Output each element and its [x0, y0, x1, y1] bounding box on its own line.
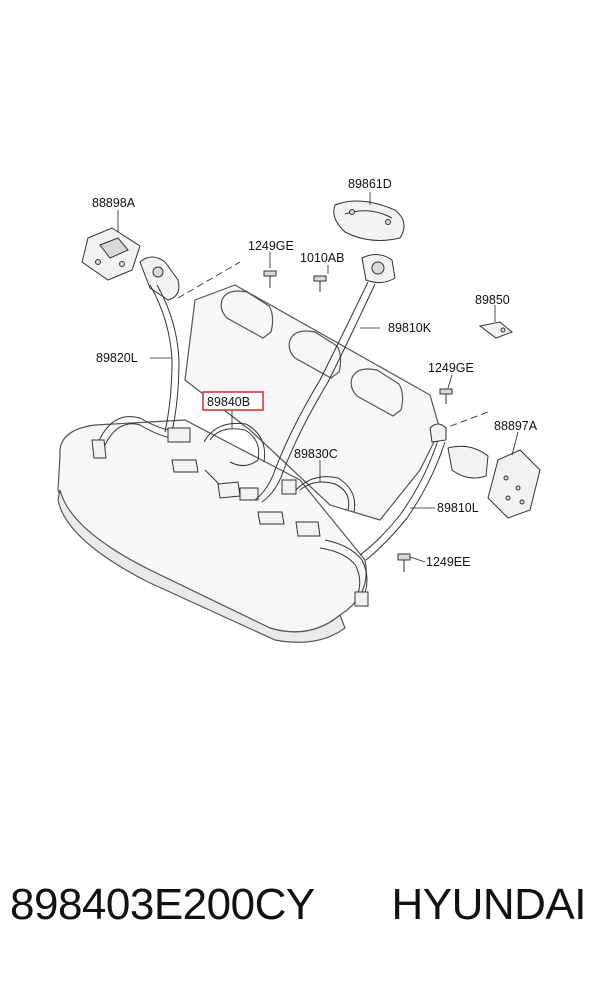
- part-labels: 89861D 88898A 1249GE 1010AB 89850 89810K…: [92, 177, 538, 569]
- label-89810L: 89810L: [437, 501, 479, 515]
- highlight-box-89840B: [202, 391, 264, 411]
- label-89830C: 89830C: [294, 447, 338, 461]
- seat-cushion: [57, 419, 367, 643]
- headrest-left: [220, 290, 274, 339]
- seat-belt-parts-diagram: 89861D 88898A 1249GE 1010AB 89850 89810K…: [57, 177, 541, 643]
- leader-lines: [117, 192, 519, 563]
- retractor-1010AB: [361, 254, 396, 284]
- label-88898A: 88898A: [92, 196, 136, 210]
- dashed-reference-right: [439, 411, 489, 431]
- belt-89810K: [254, 281, 376, 503]
- label-1249EE: 1249EE: [426, 555, 470, 569]
- bracket-89850: [478, 321, 513, 339]
- retractor-bracket-88897A: [487, 449, 541, 519]
- retractor-right: [447, 445, 489, 479]
- label-1249GE-top: 1249GE: [248, 239, 294, 253]
- bolt-1249GE-top: [263, 270, 277, 288]
- headrest-center: [288, 330, 342, 379]
- bolt-1249EE: [397, 553, 411, 572]
- buckle-89830C: [257, 476, 356, 537]
- bolt-1249GE-right: [439, 388, 453, 404]
- bolt-1010AB: [313, 275, 327, 292]
- label-89820L: 89820L: [96, 351, 138, 365]
- headrest-right: [350, 368, 404, 417]
- seat-back: [184, 284, 441, 521]
- label-89850: 89850: [475, 293, 510, 307]
- cover-89861D: [333, 200, 405, 241]
- retractor-bracket-88898A: [81, 227, 141, 281]
- belt-89810L: [319, 423, 489, 607]
- label-89810K: 89810K: [388, 321, 432, 335]
- label-89840B: 89840B: [207, 395, 250, 409]
- footer: 898403E200CY HYUNDAI: [0, 880, 600, 950]
- belt-89820L: [91, 284, 191, 459]
- label-88897A: 88897A: [494, 419, 538, 433]
- label-89861D: 89861D: [348, 177, 392, 191]
- retractor-left: [139, 256, 180, 301]
- label-1249GE-right: 1249GE: [428, 361, 474, 375]
- buckle-89840B: [171, 422, 266, 501]
- label-1010AB: 1010AB: [300, 251, 344, 265]
- brand-name: HYUNDAI: [391, 880, 586, 929]
- part-number: 898403E200CY: [10, 880, 315, 929]
- dashed-reference-top: [177, 261, 241, 299]
